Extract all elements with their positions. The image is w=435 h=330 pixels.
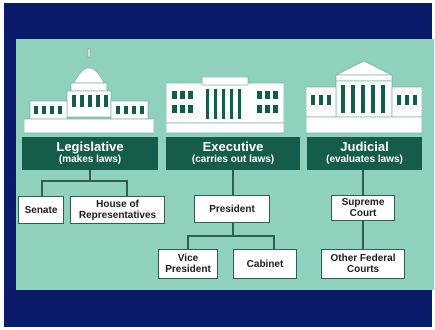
legislative-subtitle: (makes laws) bbox=[58, 154, 122, 165]
white-house-icon bbox=[166, 77, 284, 134]
executive-subtitle: (carries out laws) bbox=[191, 154, 275, 165]
connector-line bbox=[232, 170, 234, 195]
connector-line bbox=[232, 223, 234, 236]
vice-president-box: Vice President bbox=[158, 249, 218, 279]
connector-line bbox=[362, 221, 364, 249]
president-box: President bbox=[194, 195, 270, 223]
connector-line bbox=[126, 180, 128, 196]
connector-line bbox=[187, 235, 189, 249]
house-box: House of Representatives bbox=[70, 196, 165, 224]
federal-courts-box: Other Federal Courts bbox=[321, 249, 405, 279]
connector-line bbox=[362, 170, 364, 195]
supreme-court-box: Supreme Court bbox=[331, 195, 395, 221]
executive-header: Executive (carries out laws) bbox=[166, 137, 300, 170]
capitol-building-icon bbox=[24, 48, 154, 134]
connector-line bbox=[41, 180, 43, 196]
connector-line bbox=[187, 235, 275, 237]
cabinet-box: Cabinet bbox=[233, 249, 297, 279]
judicial-header: Judicial (evaluates laws) bbox=[307, 137, 422, 170]
connector-line bbox=[89, 170, 91, 181]
judicial-subtitle: (evaluates laws) bbox=[326, 154, 403, 165]
judicial-title: Judicial bbox=[340, 139, 389, 154]
supreme-court-icon bbox=[306, 60, 422, 134]
diagram-panel: Legislative (makes laws) Executive (carr… bbox=[16, 39, 434, 290]
executive-title: Executive bbox=[202, 139, 264, 154]
connector-line bbox=[41, 180, 128, 182]
legislative-header: Legislative (makes laws) bbox=[22, 137, 158, 170]
senate-box: Senate bbox=[18, 196, 64, 224]
legislative-title: Legislative bbox=[56, 139, 124, 154]
connector-line bbox=[273, 235, 275, 249]
